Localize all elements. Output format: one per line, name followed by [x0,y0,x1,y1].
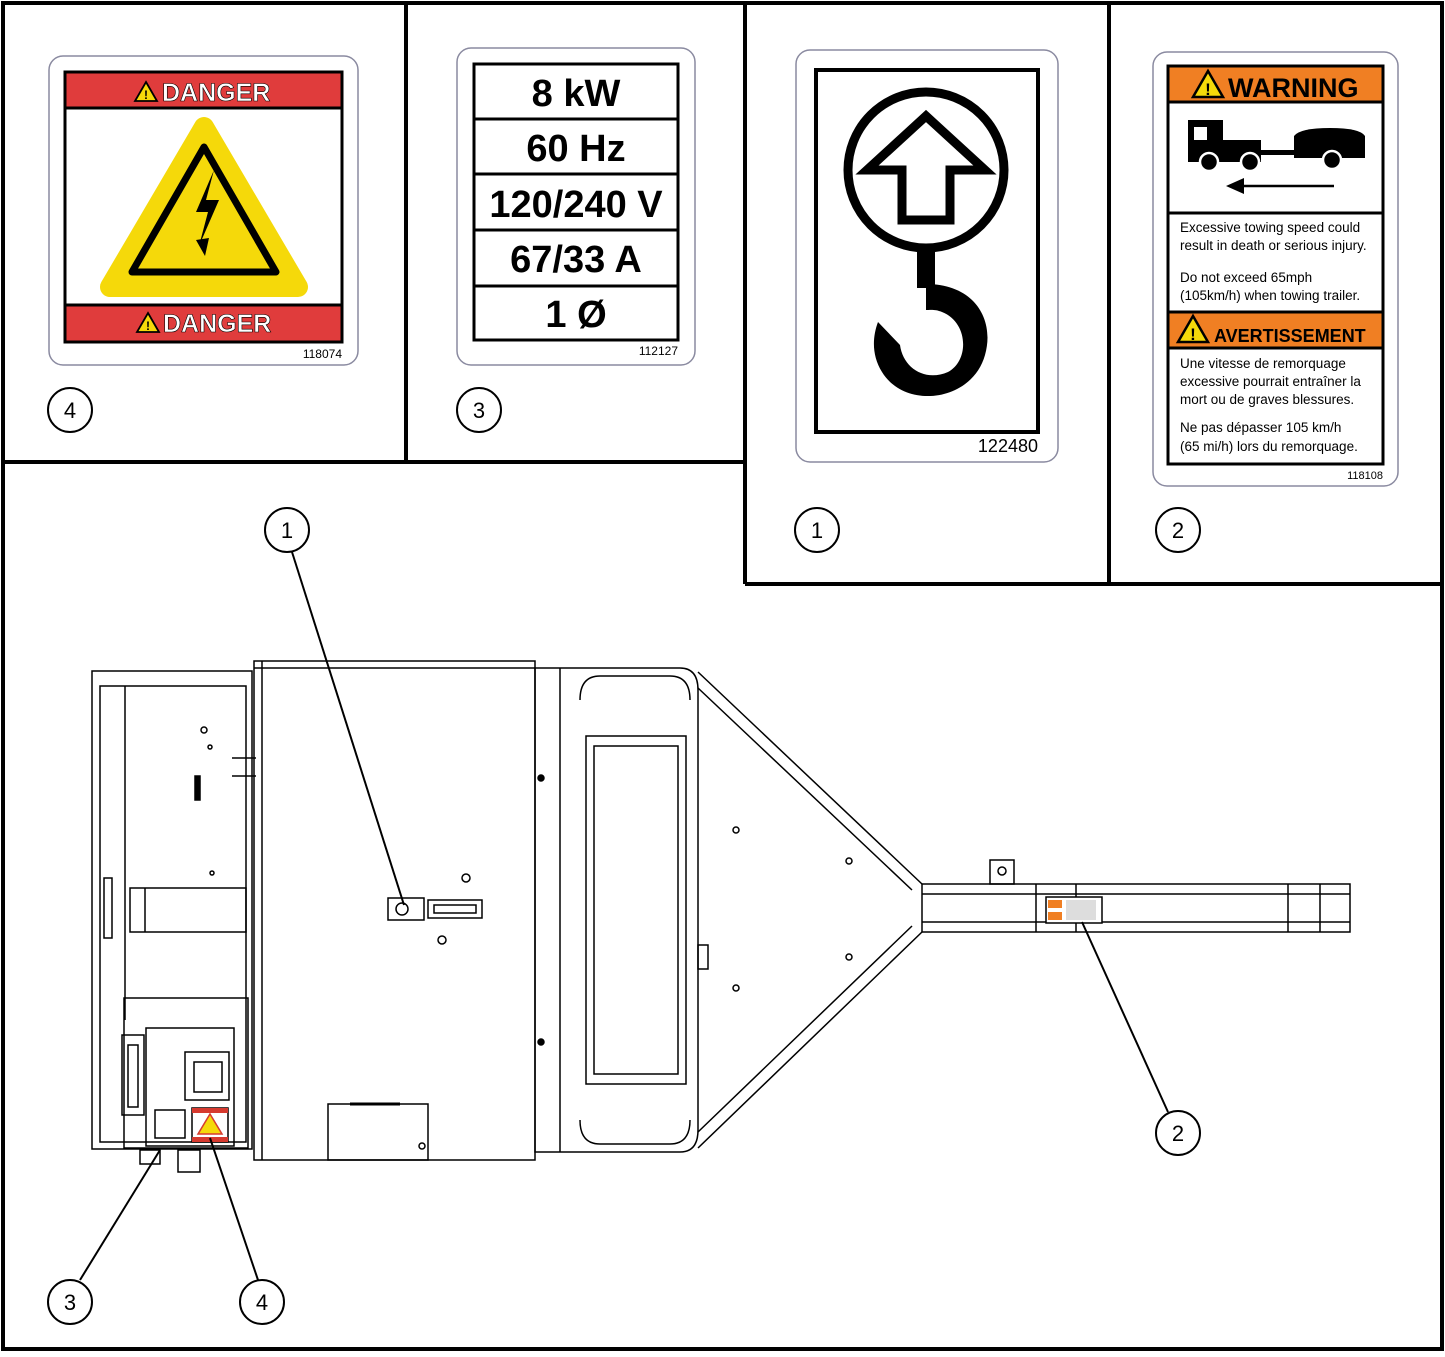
svg-text:2: 2 [1172,1121,1184,1146]
warning-triangle-icon: ! [1190,68,1226,99]
warning-fr-line-4: Ne pas dépasser 105 km/h [1180,420,1341,435]
svg-text:2: 2 [1172,518,1184,543]
svg-text:!: ! [1205,80,1211,99]
lift-point-arrow-icon [843,87,1009,253]
callout-2: 2 [1155,1110,1201,1156]
callout-4: 4 [239,1279,285,1325]
warning-triangle-icon: ! [1175,313,1211,344]
warning-fr-line-3: mort ou de graves blessures. [1180,392,1354,407]
callout-4-top: 4 [47,387,93,433]
rating-frequency: 60 Hz [526,128,625,170]
lifting-hook-icon [873,248,988,397]
warning-fr-line-2: excessive pourrait entraîner la [1180,374,1361,389]
warning-fr-line-1: Une vitesse de remorquage [1180,356,1346,371]
svg-text:!: ! [146,319,150,333]
warning-triangle-icon: ! [135,311,161,333]
callout-1-top: 1 [794,507,840,553]
svg-text:1: 1 [811,518,823,543]
direction-arrow-icon [1226,178,1334,194]
warning-en-line-2: result in death or serious injury. [1180,238,1367,253]
danger-header-text: DANGER [162,79,270,107]
rating-voltage: 120/240 V [489,184,663,226]
rating-power: 8 kW [532,73,621,115]
rating-phase: 1 Ø [545,294,606,336]
svg-text:3: 3 [64,1290,76,1315]
generator-trailer-drawing [91,660,1351,1173]
danger-part-number: 118074 [303,347,342,361]
callout-1: 1 [264,507,310,553]
danger-footer-text: DANGER [163,310,271,338]
leader-lines [79,551,1169,1281]
svg-text:3: 3 [473,398,485,423]
svg-text:1: 1 [281,518,293,543]
truck-towing-trailer-icon [1188,120,1365,173]
warning-en-line-3: Do not exceed 65mph [1180,270,1312,285]
high-voltage-icon [100,117,308,297]
warning-header-text: WARNING [1228,73,1359,103]
svg-text:!: ! [1190,325,1196,344]
lift-decal: 122480 [795,49,1059,463]
callout-2-top: 2 [1155,507,1201,553]
warning-decal: ! WARNING Excessive towing speed could r… [1152,51,1399,487]
danger-decal: ! DANGER ! DANGER 118074 [48,55,359,366]
lift-part-number: 122480 [978,436,1038,456]
warning-part-number: 118108 [1347,470,1383,482]
rating-current: 67/33 A [510,239,642,281]
rating-decal: 8 kW 60 Hz 120/240 V 67/33 A 1 Ø 112127 [456,47,696,366]
warning-triangle-icon: ! [133,80,159,102]
warning-en-line-1: Excessive towing speed could [1180,220,1360,235]
svg-text:4: 4 [64,398,76,423]
warning-fr-line-5: (65 mi/h) lors du remorquage. [1180,439,1358,454]
callout-3: 3 [47,1279,93,1325]
callout-3-top: 3 [456,387,502,433]
svg-text:4: 4 [256,1290,268,1315]
rating-part-number: 112127 [639,344,678,358]
svg-text:!: ! [144,88,148,102]
warning-en-line-4: (105km/h) when towing trailer. [1180,288,1360,303]
warning-fr-header-text: AVERTISSEMENT [1214,326,1366,346]
